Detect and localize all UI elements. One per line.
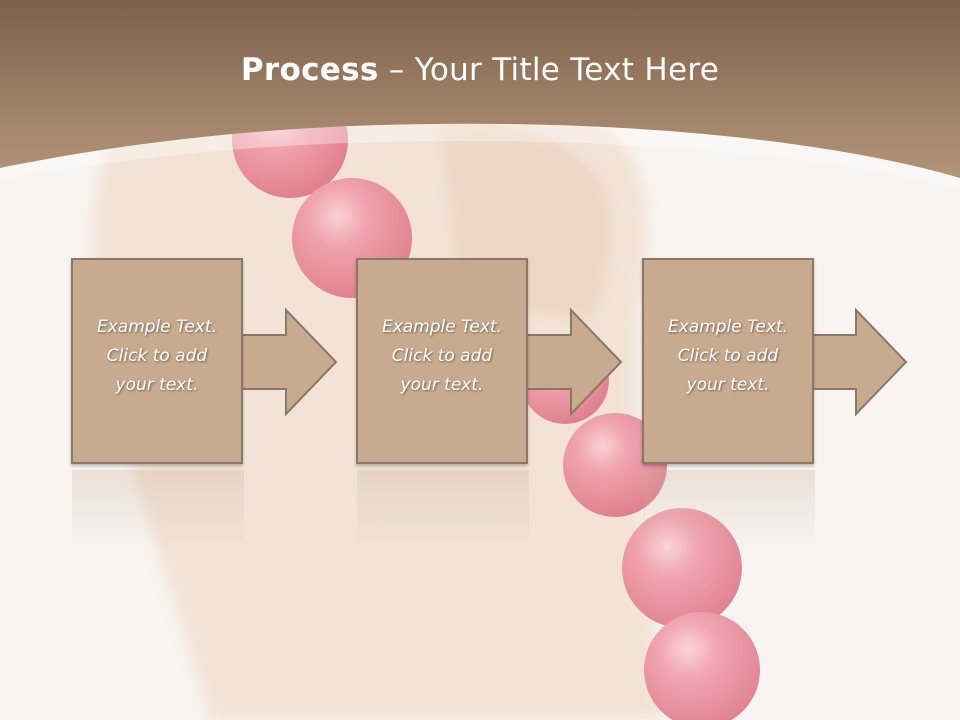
step-text[interactable]: Example Text. Click to add your text. <box>381 317 503 395</box>
header-band <box>0 0 960 178</box>
title-rest: – Your Title Text Here <box>378 52 720 88</box>
title-bold: Process <box>240 52 379 88</box>
step-reflection <box>643 470 815 550</box>
step-text[interactable]: Example Text. Click to add your text. <box>667 317 789 395</box>
process-step-1[interactable]: Example Text. Click to add your text. <box>71 258 243 464</box>
process-step-2[interactable]: Example Text. Click to add your text. <box>356 258 528 464</box>
step-reflection <box>357 470 529 550</box>
slide-title: Process – Your Title Text Here <box>0 52 960 88</box>
step-text[interactable]: Example Text. Click to add your text. <box>96 317 218 395</box>
process-step-3[interactable]: Example Text. Click to add your text. <box>642 258 814 464</box>
right-arrow-icon <box>241 307 338 417</box>
right-arrow-icon <box>526 307 623 417</box>
right-arrow-icon <box>811 307 908 417</box>
step-reflection <box>72 470 244 550</box>
